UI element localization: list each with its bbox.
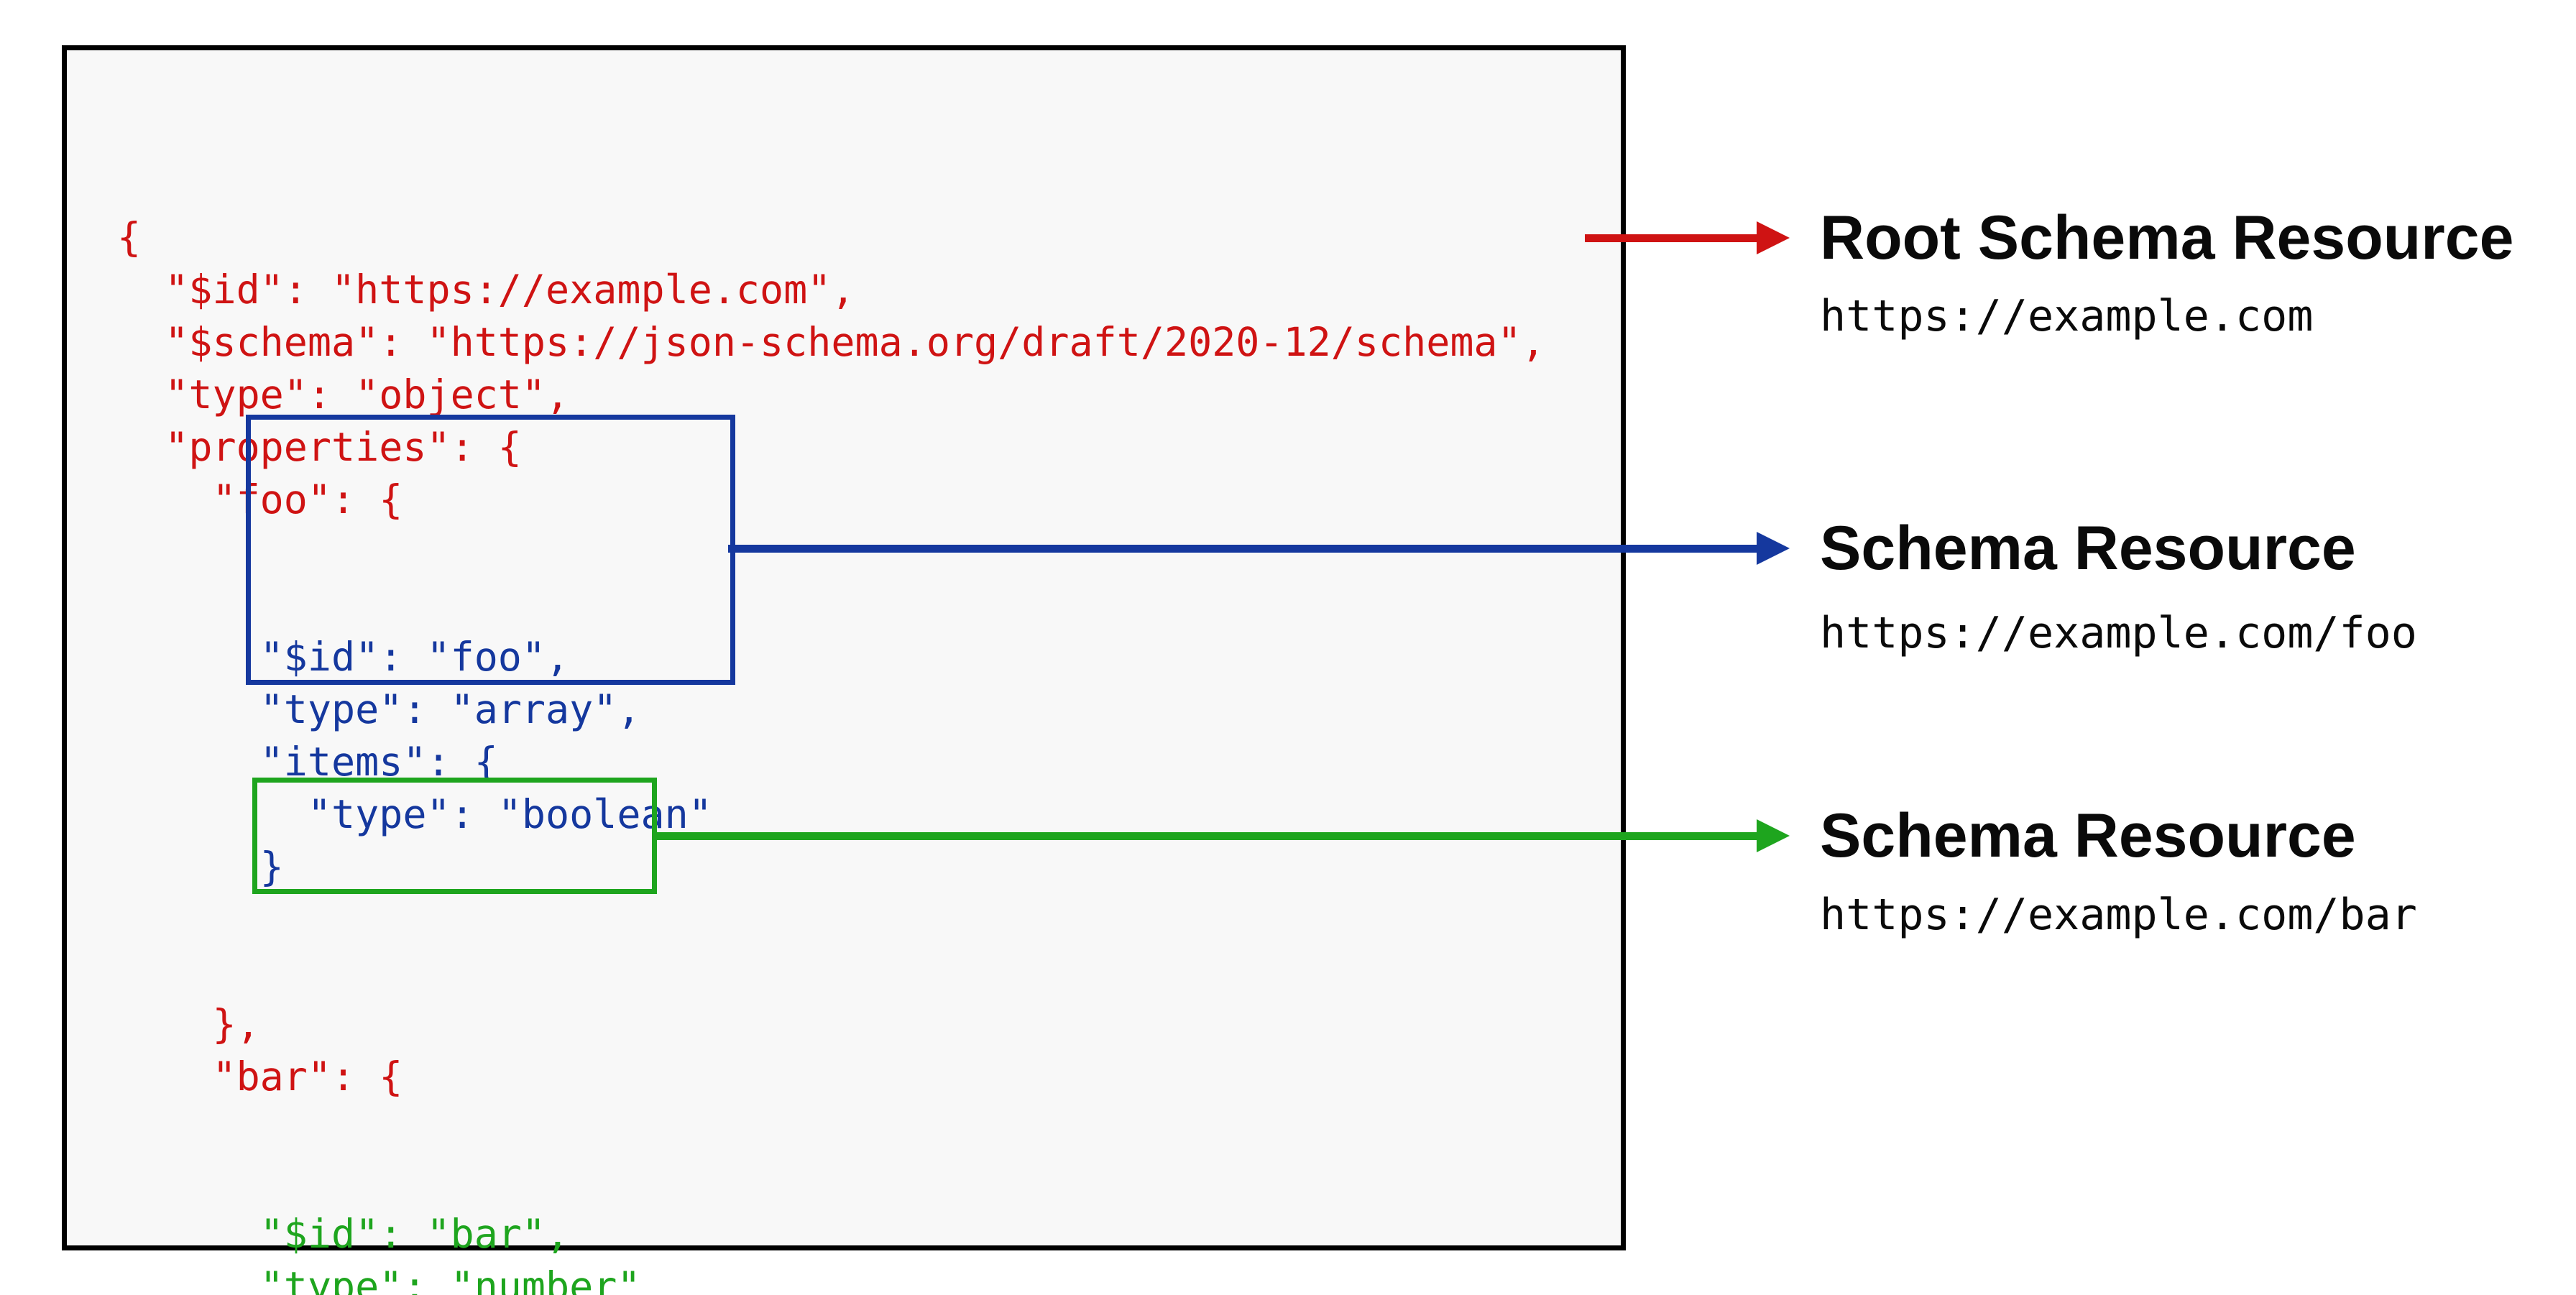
bar-schema-resource-uri: https://example.com/bar — [1820, 890, 2417, 940]
root-schema-resource-title: Root Schema Resource — [1820, 203, 2514, 272]
code-foo-schema-resource: "$id": "foo", "type": "array", "items": … — [259, 634, 712, 890]
foo-schema-resource-uri: https://example.com/foo — [1820, 608, 2417, 658]
code-between-foo-and-bar: }, "bar": { — [212, 1001, 403, 1100]
foo-schema-resource-title: Schema Resource — [1820, 514, 2356, 583]
code-root-schema-top: { "$id": "https://example.com", "$schema… — [117, 214, 1545, 522]
foo-schema-arrowhead-icon — [1757, 532, 1790, 565]
schema-code-panel: { "$id": "https://example.com", "$schema… — [62, 45, 1626, 1295]
json-code: { "$id": "https://example.com", "$schema… — [117, 106, 1545, 1295]
root-schema-resource-uri: https://example.com — [1820, 291, 2314, 341]
bar-schema-resource-title: Schema Resource — [1820, 801, 2356, 870]
code-bar-schema-resource: "$id": "bar", "type": "number" — [259, 1211, 641, 1295]
bar-schema-arrowhead-icon — [1757, 819, 1790, 852]
root-schema-arrowhead-icon — [1757, 221, 1790, 254]
